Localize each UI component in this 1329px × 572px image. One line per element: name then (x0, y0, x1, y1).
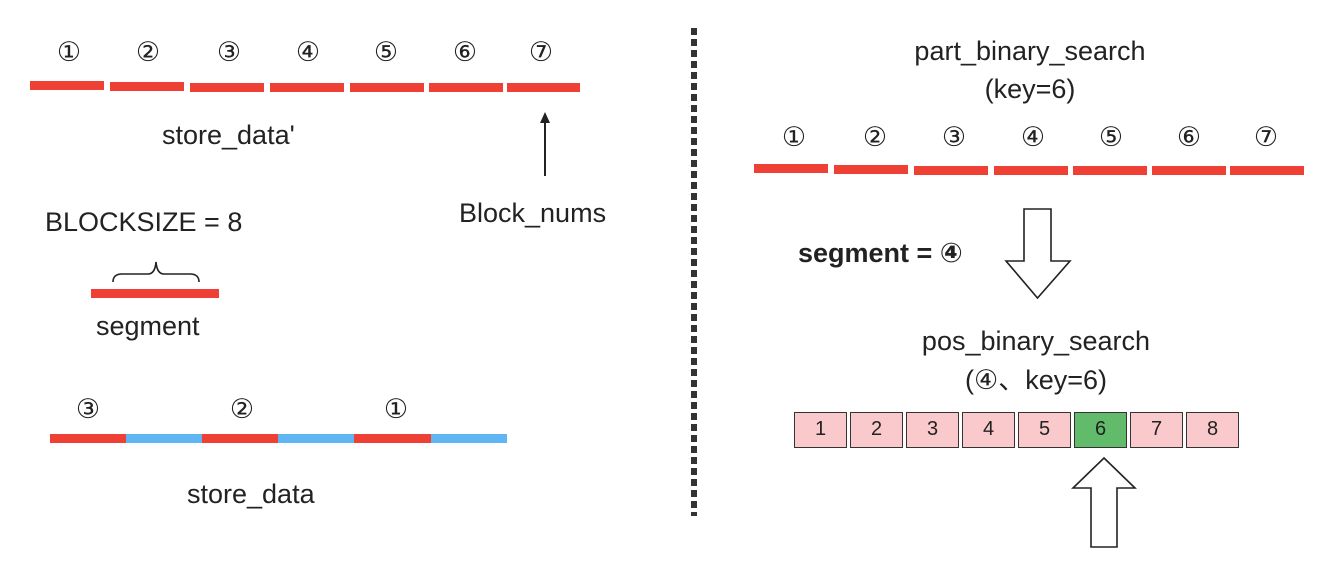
blocksize-label: BLOCKSIZE = 8 (45, 207, 243, 237)
hollow-down-arrow-icon (1004, 208, 1072, 300)
array-cell-6-highlighted: 6 (1074, 412, 1127, 448)
block-bar-1 (30, 81, 104, 90)
block-number-5: ⑤ (373, 37, 399, 68)
part-block-number-4: ④ (1020, 122, 1046, 153)
block-bar-7 (507, 83, 580, 92)
block-bar-5 (350, 83, 424, 92)
array-cell-2: 2 (850, 412, 903, 448)
array-cell-5: 5 (1018, 412, 1071, 448)
block-number-6: ⑥ (452, 37, 478, 68)
store-data-prime-label: store_data' (162, 120, 295, 150)
store-data-bar-4 (278, 434, 354, 443)
part-search-key: (key=6) (984, 74, 1076, 104)
block-bar-2 (110, 82, 184, 91)
store-data-number-1: ① (383, 394, 409, 425)
part-search-title: part_binary_search (914, 36, 1146, 66)
hollow-up-arrow-icon (1071, 456, 1137, 548)
up-arrow-icon (540, 112, 550, 176)
part-block-number-1: ① (781, 122, 807, 153)
store-data-bar-2 (126, 434, 202, 443)
array-cell-7: 7 (1130, 412, 1183, 448)
array-cell-8: 8 (1186, 412, 1239, 448)
pos-search-key: (④、key=6) (965, 365, 1107, 395)
store-data-bar-6 (431, 434, 507, 443)
part-block-number-7: ⑦ (1253, 122, 1279, 153)
block-number-2: ② (135, 37, 161, 68)
store-data-label: store_data (187, 479, 315, 509)
store-data-number-2: ② (229, 394, 255, 425)
part-block-number-3: ③ (941, 122, 967, 153)
part-block-number-6: ⑥ (1176, 122, 1202, 153)
array-cell-1: 1 (794, 412, 847, 448)
array-cell-3: 3 (906, 412, 959, 448)
part-block-bar-4 (994, 166, 1068, 175)
part-block-bar-2 (834, 165, 908, 174)
array-cell-4: 4 (962, 412, 1015, 448)
segment-equals-label: segment = ④ (798, 238, 963, 268)
block-nums-label: Block_nums (459, 198, 607, 228)
block-bar-6 (429, 83, 503, 92)
store-data-bar-3 (202, 434, 278, 443)
part-block-bar-5 (1073, 166, 1147, 175)
part-block-bar-1 (754, 164, 828, 173)
part-block-number-5: ⑤ (1098, 122, 1124, 153)
segment-label: segment (96, 311, 200, 341)
part-block-number-2: ② (862, 122, 888, 153)
block-number-3: ③ (216, 37, 242, 68)
block-bar-4 (270, 83, 344, 92)
store-data-number-3: ③ (75, 394, 101, 425)
dashed-divider (691, 28, 697, 516)
part-block-bar-6 (1152, 166, 1226, 175)
block-bar-3 (190, 83, 264, 92)
store-data-bar-5 (354, 434, 431, 443)
block-number-1: ① (56, 37, 82, 68)
block-number-7: ⑦ (528, 37, 554, 68)
part-block-bar-7 (1230, 166, 1304, 175)
store-data-bar-1 (50, 434, 126, 443)
segment-bar (91, 289, 219, 298)
part-block-bar-3 (914, 166, 988, 175)
block-number-4: ④ (295, 37, 321, 68)
pos-search-title: pos_binary_search (921, 326, 1151, 356)
brace-icon (112, 261, 200, 283)
